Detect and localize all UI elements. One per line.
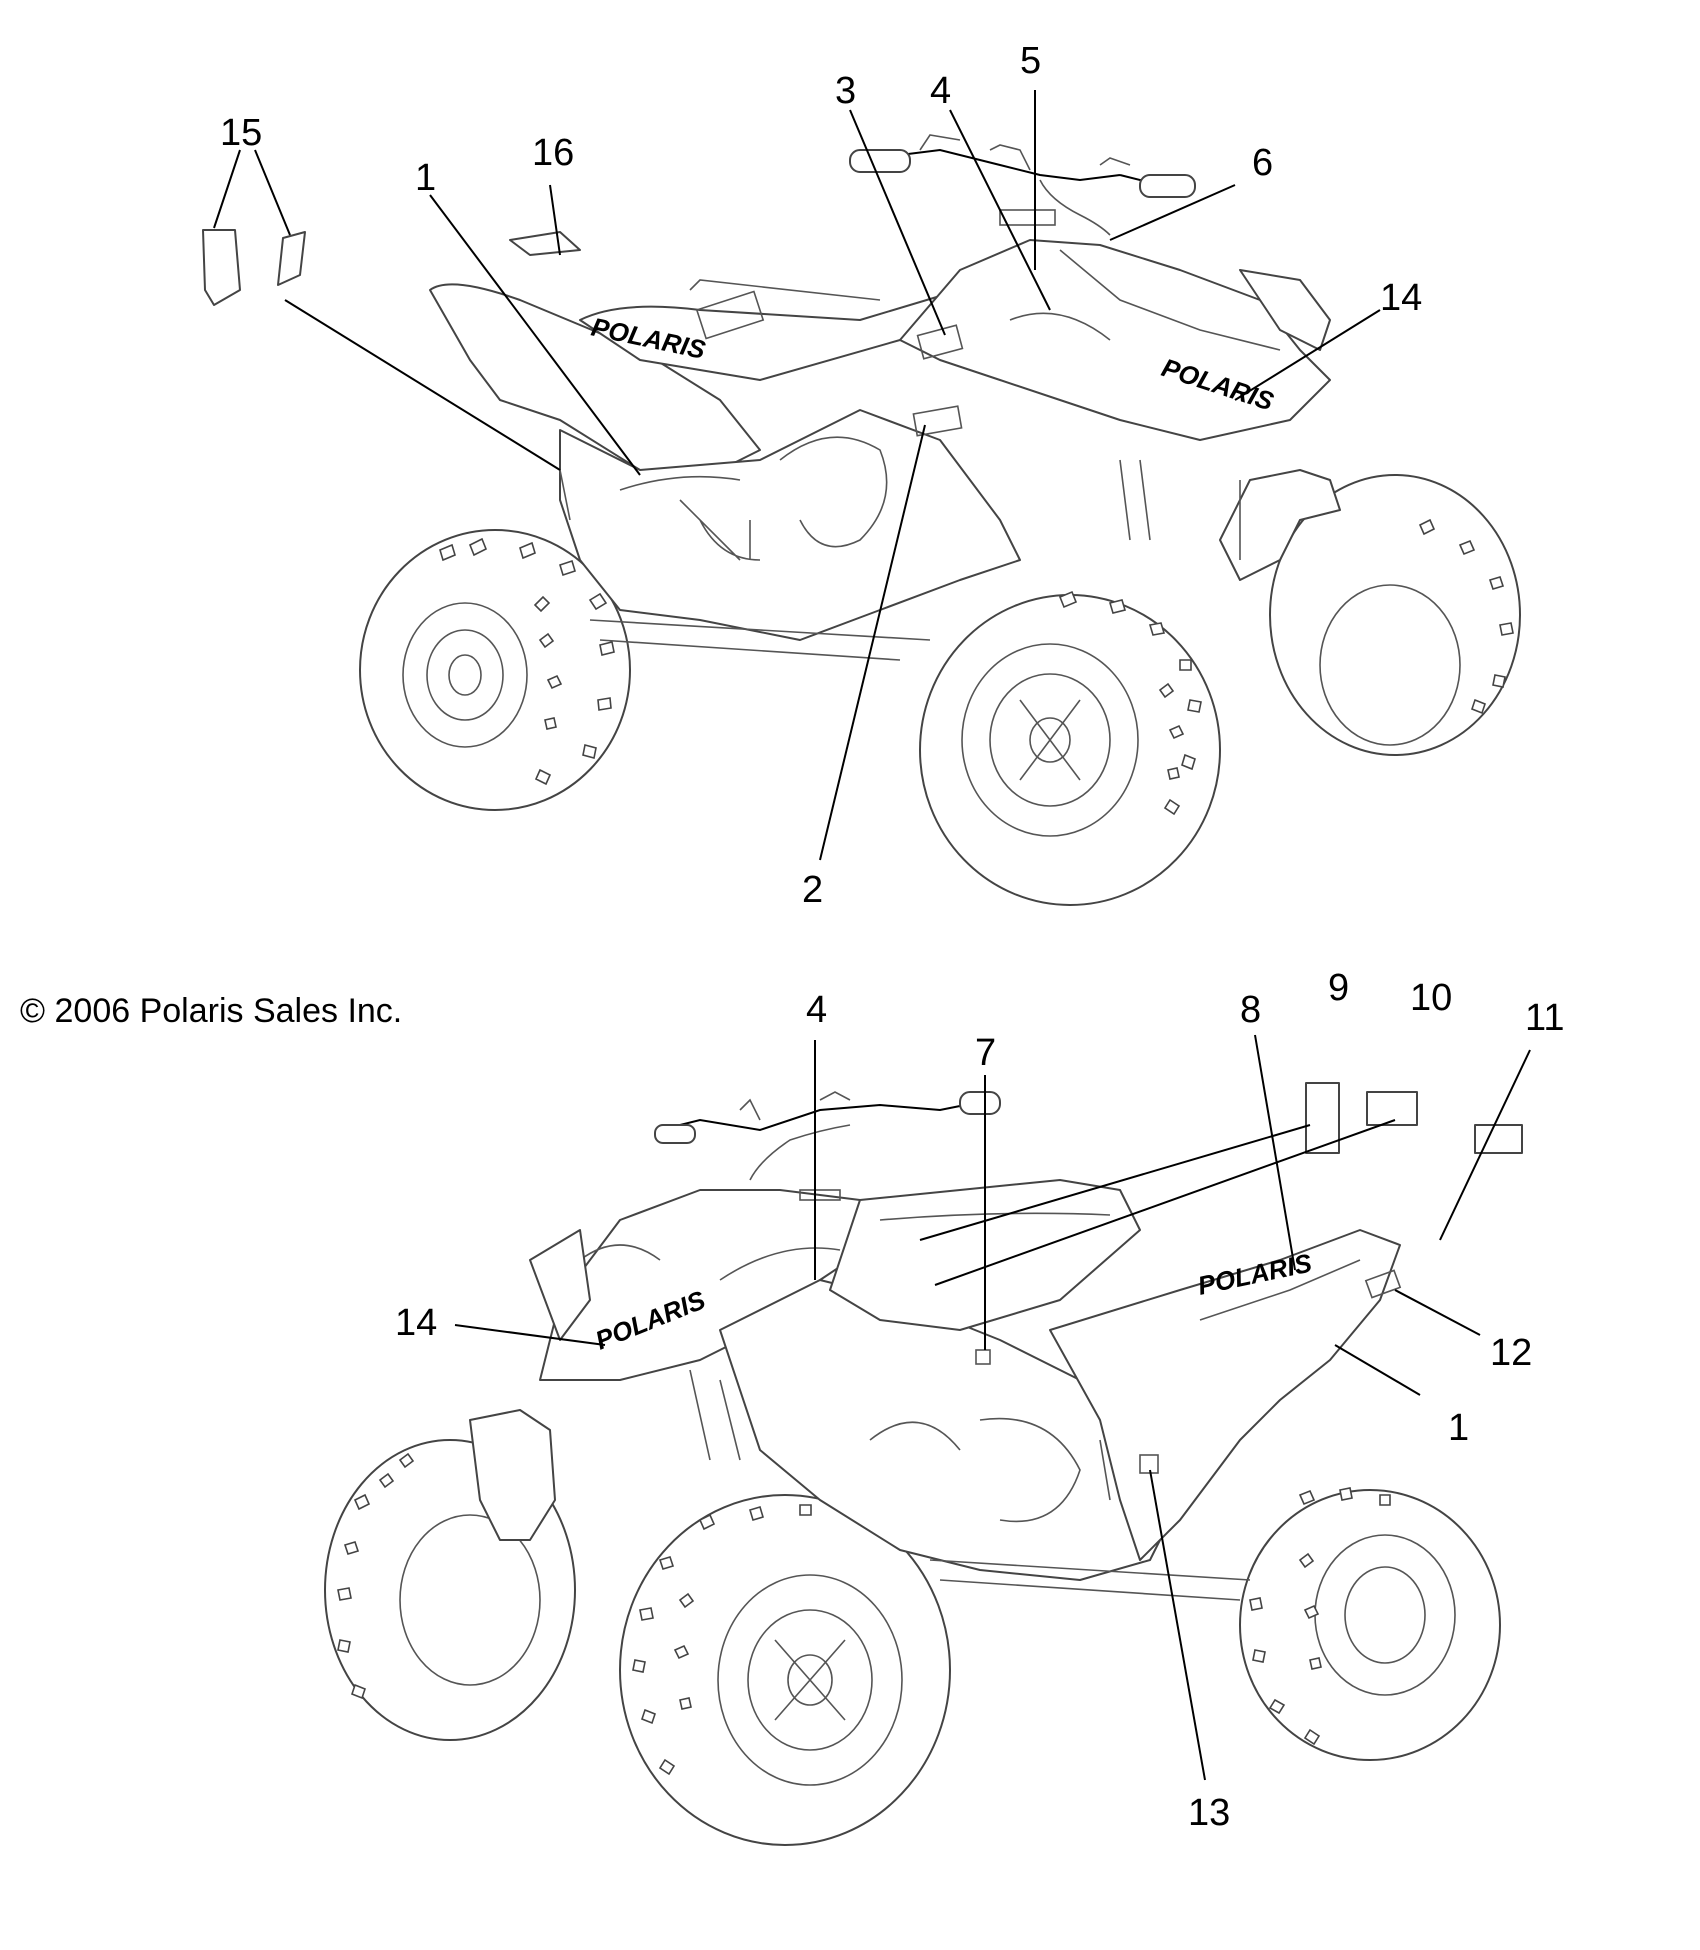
atv-bottom-view [324, 1091, 1501, 1846]
rear-fender [429, 283, 761, 471]
handlebar-bottom [659, 1099, 991, 1132]
decal-15-left [202, 229, 241, 306]
decal-11 [1474, 1124, 1523, 1154]
copyright-text: © 2006 Polaris Sales Inc. [20, 992, 402, 1030]
bottom-leader-lines [454, 1034, 1531, 1781]
top-callouts: 15 1 16 3 4 5 6 14 2 [220, 40, 1422, 911]
top-leader-lines [213, 90, 1381, 861]
main-body [559, 409, 1021, 641]
rear-left-wheel [359, 529, 631, 811]
callout-4-bottom: 4 [806, 989, 827, 1031]
front-bumper [1219, 469, 1341, 581]
callout-15: 15 [220, 112, 262, 154]
front-bumper-bottom [469, 1409, 556, 1541]
callout-2: 2 [802, 869, 823, 911]
decal-13 [1139, 1454, 1159, 1474]
callout-16: 16 [532, 132, 574, 174]
callout-7: 7 [975, 1032, 996, 1074]
callout-3: 3 [835, 70, 856, 112]
decal-15-right [277, 231, 306, 286]
bottom-callouts: 4 7 8 9 10 11 14 12 1 13 [395, 967, 1564, 1834]
callout-4-top: 4 [930, 70, 951, 112]
callout-6: 6 [1252, 142, 1273, 184]
rear-wheel-bottom [1239, 1487, 1501, 1761]
callout-10: 10 [1410, 977, 1452, 1019]
decal-7 [975, 1349, 991, 1365]
callout-1-bottom: 1 [1448, 1407, 1469, 1449]
atv-top-view [359, 134, 1521, 906]
callout-8: 8 [1240, 989, 1261, 1031]
decal-10 [1366, 1091, 1418, 1126]
callout-5: 5 [1020, 40, 1041, 82]
callout-12: 12 [1490, 1332, 1532, 1374]
front-near-wheel [919, 590, 1221, 906]
callout-14-top: 14 [1380, 277, 1422, 319]
decal-16 [509, 231, 581, 256]
callout-14-bottom: 14 [395, 1302, 437, 1344]
callout-9: 9 [1328, 967, 1349, 1009]
callout-13: 13 [1188, 1792, 1230, 1834]
decal-12 [1364, 1269, 1402, 1299]
callout-1-top: 1 [415, 157, 436, 199]
rear-right-wheel [1269, 474, 1521, 756]
front-near-wheel-bottom [619, 1494, 951, 1846]
callout-11: 11 [1525, 997, 1564, 1039]
front-hood [899, 239, 1331, 441]
top-decal-shapes [202, 209, 1056, 437]
